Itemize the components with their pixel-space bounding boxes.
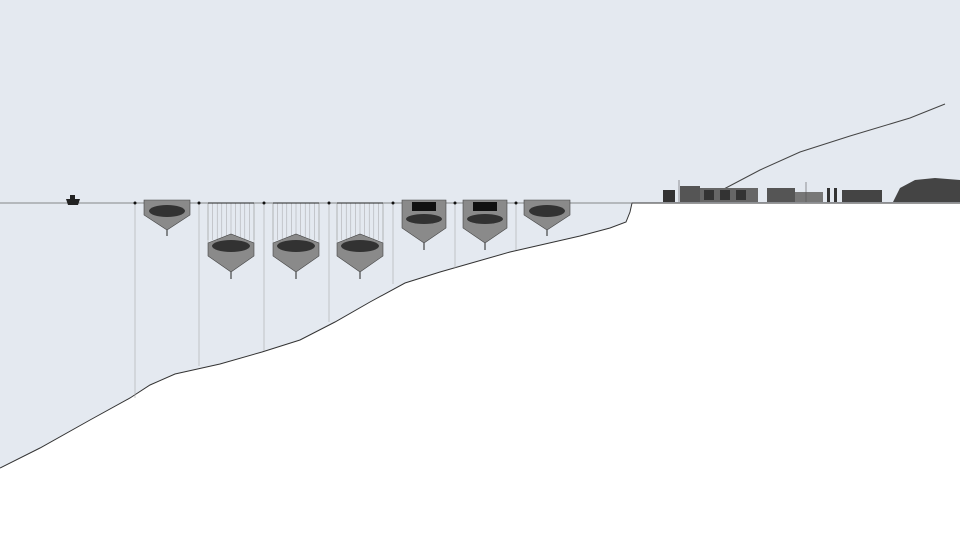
fish-cage-deep [272,202,320,279]
fish-cage-shallow [523,199,571,236]
buoy-icon [133,201,137,205]
boat-icon [66,195,80,205]
coastal-buildings [663,178,960,202]
fish-cage-box [462,199,508,250]
buoy-icon [197,201,201,205]
buoy-icon [262,201,266,205]
fish-cage-deep [207,202,255,279]
seabed-terrain [0,203,960,548]
mooring-lines [133,201,518,398]
fish-cage-box [401,199,447,250]
buoy-icon [327,201,331,205]
buoy-icon [514,201,518,205]
fish-cages [143,199,571,279]
fish-cage-deep [336,202,384,279]
fish-cage-shallow [143,199,191,236]
hill-profile-line [721,103,946,191]
buoy-icon [391,201,395,205]
seabed-profile-line [0,202,960,469]
buoy-icon [453,201,457,205]
